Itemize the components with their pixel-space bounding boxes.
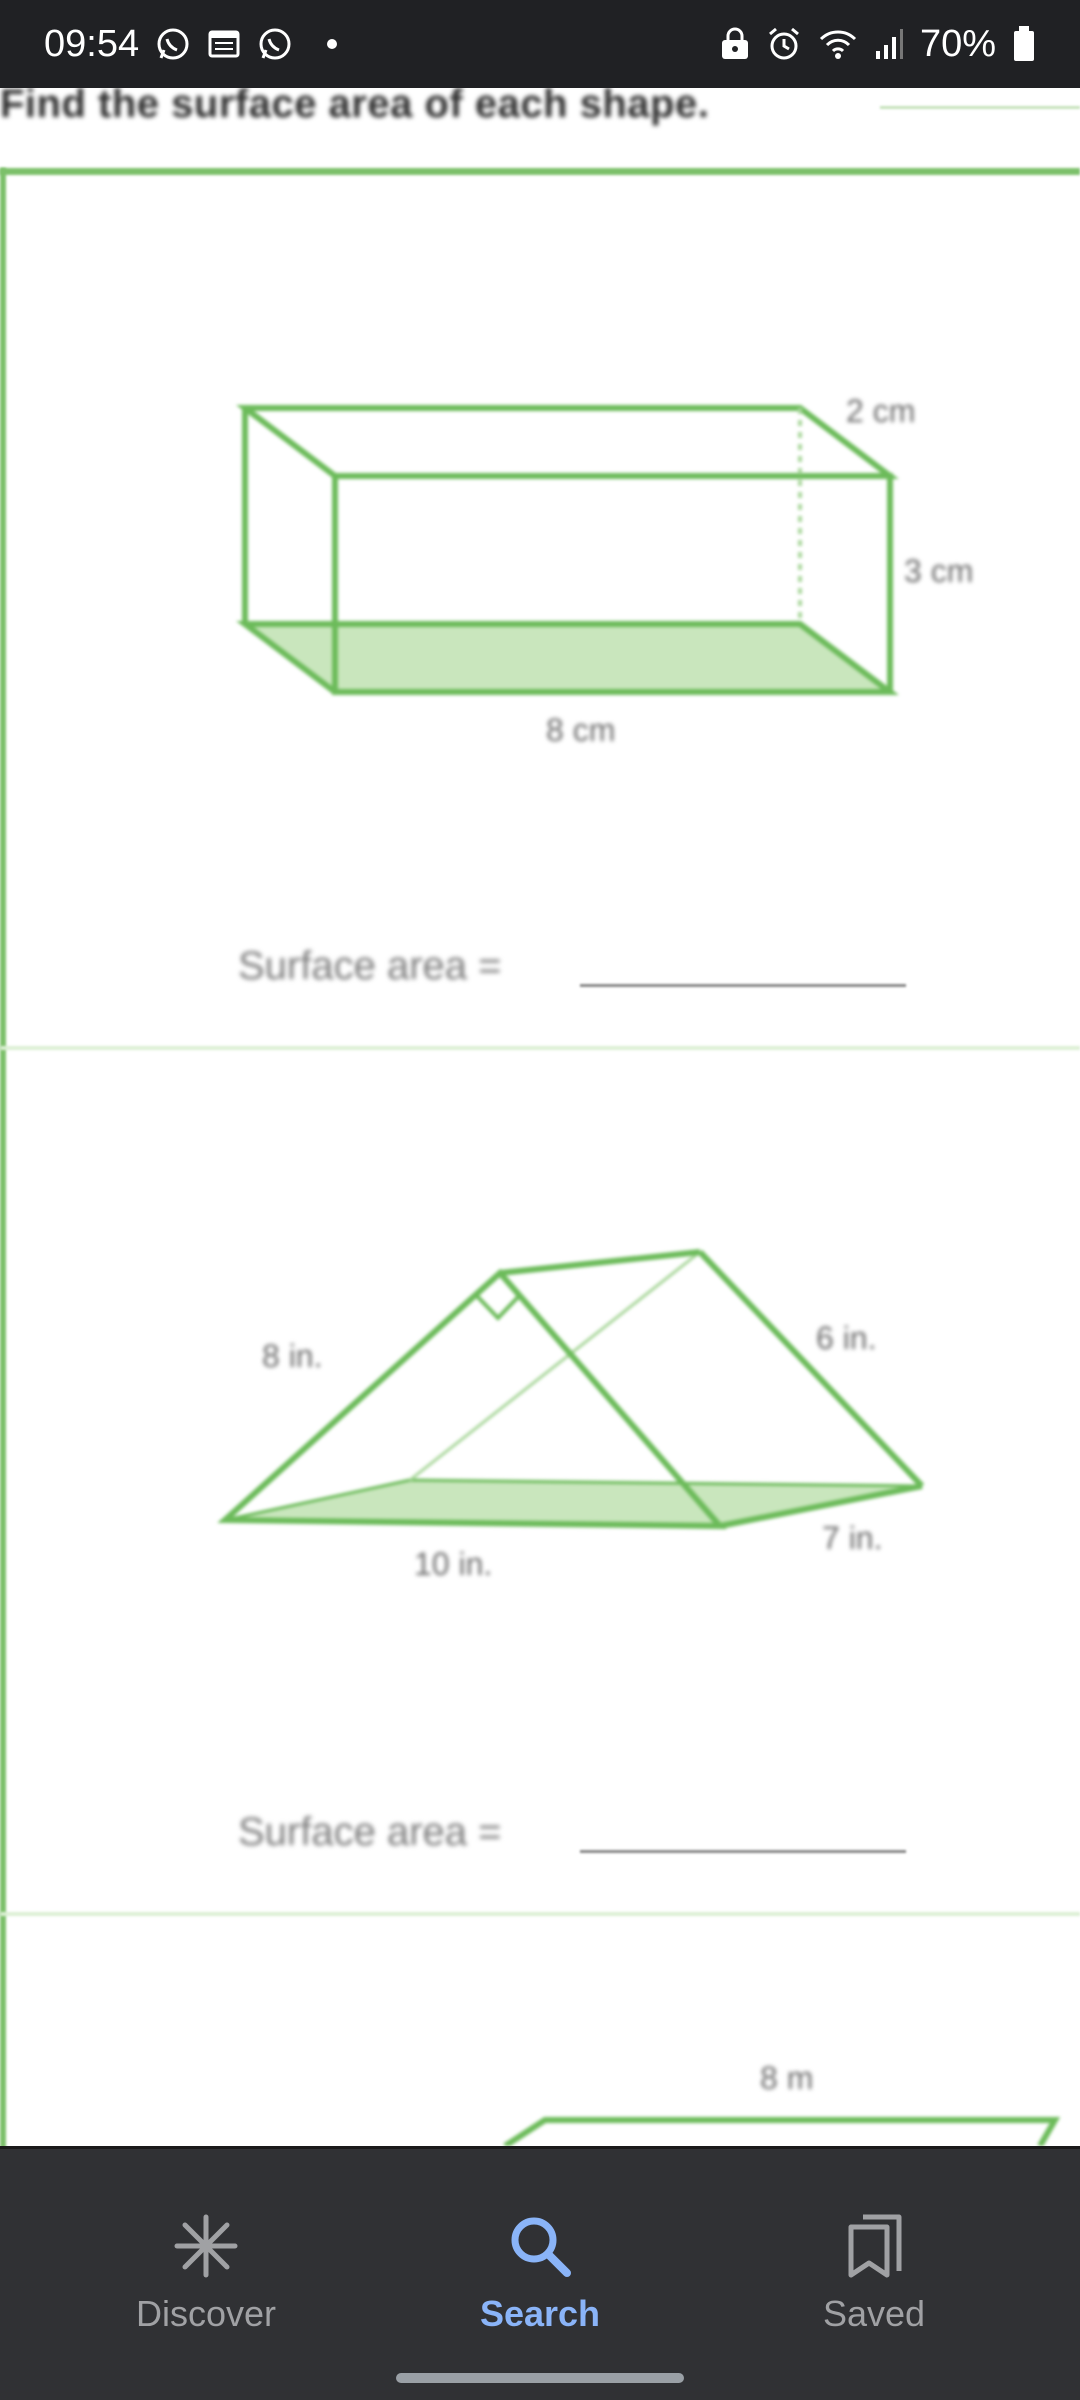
- status-bar: 09:54 70%: [0, 0, 1080, 88]
- nav-saved-label: Saved: [822, 2293, 926, 2334]
- dim-slant-left-label: 8 in.: [262, 1338, 323, 1374]
- instruction-underline: [880, 106, 1080, 109]
- calendar-icon: [207, 27, 241, 61]
- answer-blank-1: [580, 984, 906, 987]
- dim-top-label: 8 m: [760, 2060, 814, 2096]
- bookmarks-icon: [848, 2214, 902, 2278]
- nav-discover[interactable]: Discover: [86, 2209, 326, 2335]
- dim-height-label: 3 cm: [904, 553, 974, 589]
- battery-icon: [1012, 25, 1036, 63]
- alarm-icon: [766, 26, 802, 62]
- surface-area-label-1: Surface area =: [238, 944, 502, 988]
- bottom-navigation: Discover Search Saved: [0, 2146, 1080, 2400]
- status-time: 09:54: [44, 22, 140, 65]
- wifi-icon: [818, 27, 858, 61]
- worksheet-instruction: Find the surface area of each shape.: [0, 88, 710, 126]
- nav-search-label: Search: [479, 2293, 601, 2334]
- answer-blank-2: [580, 1850, 906, 1853]
- problem-separator-1: [0, 1046, 1080, 1050]
- signal-icon: [874, 27, 904, 61]
- dim-length-label: 8 cm: [546, 712, 616, 748]
- search-icon: [511, 2217, 571, 2277]
- whatsapp-icon: [155, 26, 191, 62]
- dim-base-label: 10 in.: [414, 1546, 493, 1582]
- worksheet-frame-left: [0, 168, 6, 2146]
- nav-saved[interactable]: Saved: [754, 2209, 994, 2335]
- dim-depth-label: 2 cm: [846, 393, 916, 429]
- worksheet-image: Find the surface area of each shape. 2 c…: [0, 88, 1080, 2146]
- dim-slant-right-label: 6 in.: [816, 1320, 877, 1356]
- surface-area-label-2: Surface area =: [238, 1810, 502, 1854]
- nav-discover-label: Discover: [135, 2293, 277, 2334]
- asterisk-icon: [174, 2214, 238, 2278]
- problem-separator-2: [0, 1912, 1080, 1916]
- status-bar-left: 09:54: [44, 22, 338, 66]
- battery-percent: 70%: [919, 22, 996, 65]
- dim-prism-length-label: 7 in.: [822, 1520, 883, 1556]
- lock-icon: [720, 27, 750, 61]
- rectangular-prism-figure: [236, 405, 899, 695]
- worksheet-frame-top: [0, 168, 1080, 175]
- gesture-handle[interactable]: [396, 2373, 684, 2383]
- notification-dot-icon: [327, 39, 338, 49]
- triangular-prism-figure: [217, 1249, 925, 1530]
- status-bar-right: 70%: [720, 23, 1036, 66]
- prism-figure-3: [503, 2117, 1061, 2146]
- whatsapp-icon: [257, 26, 293, 62]
- nav-search[interactable]: Search: [420, 2209, 660, 2335]
